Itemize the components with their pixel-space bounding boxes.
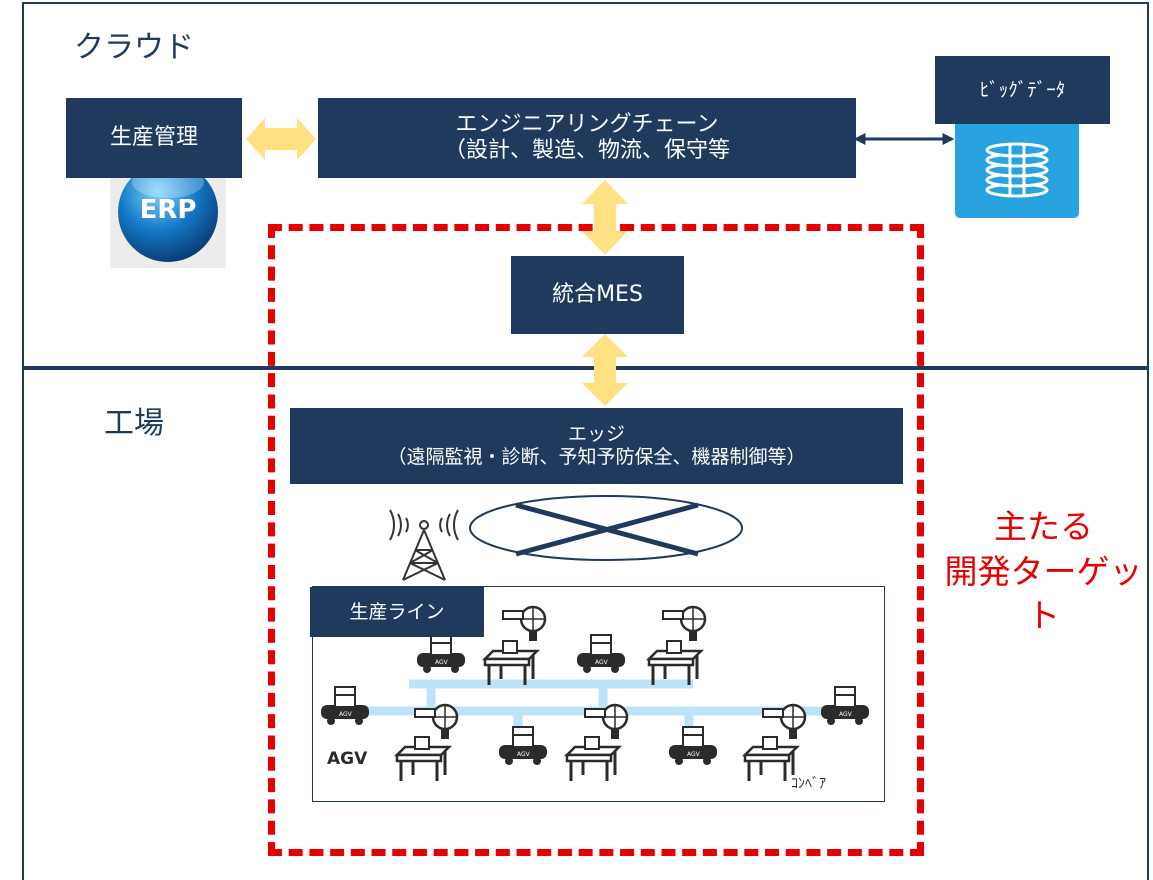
antenna-tower-icon bbox=[389, 509, 459, 581]
double-arrow-mgmt-engineering bbox=[246, 118, 316, 160]
cloud-zone bbox=[22, 2, 1149, 370]
engineering-chain-box: エンジニアリングチェーン （設計、製造、物流、保守等 bbox=[318, 98, 856, 178]
factory-label: 工場 bbox=[104, 406, 164, 441]
cloud-label: クラウド bbox=[74, 30, 194, 65]
mes-label: 統合MES bbox=[552, 281, 643, 307]
edge-subtitle: （遠隔監視・診断、予知予防保全、機器制御等） bbox=[387, 446, 806, 468]
double-arrow-engineering-mes bbox=[582, 180, 628, 255]
engineering-chain-subtitle: （設計、製造、物流、保守等 bbox=[443, 138, 730, 163]
mes-box: 統合MES bbox=[511, 256, 684, 334]
development-target-label: 主たる 開発ターゲット bbox=[936, 505, 1151, 639]
double-arrow-mes-edge bbox=[582, 334, 628, 406]
conveyor-lines bbox=[323, 679, 833, 737]
factory-zone bbox=[22, 366, 1149, 880]
production-line-box: 生産ライン bbox=[310, 587, 484, 637]
development-target-line2: 開発ターゲット bbox=[944, 551, 1143, 636]
production-management-box: 生産管理 bbox=[66, 98, 242, 178]
erp-logo-text: ERP bbox=[139, 195, 197, 225]
production-line-illustration: AGV bbox=[320, 605, 870, 783]
bigdata-box: ﾋﾞｯｸﾞﾃﾞｰﾀ bbox=[935, 56, 1110, 124]
edge-title: エッジ bbox=[567, 423, 625, 446]
development-target-line1: 主たる bbox=[994, 507, 1093, 546]
edge-box: エッジ （遠隔監視・診断、予知予防保全、機器制御等） bbox=[290, 408, 903, 484]
bigdata-label: ﾋﾞｯｸﾞﾃﾞｰﾀ bbox=[979, 78, 1066, 101]
agv-label: AGV bbox=[327, 749, 368, 769]
engineering-chain-title: エンジニアリングチェーン bbox=[455, 111, 719, 137]
production-management-label: 生産管理 bbox=[109, 124, 198, 150]
network-cross-line-2 bbox=[515, 502, 699, 557]
production-line-label: 生産ライン bbox=[349, 600, 445, 623]
conveyor-label: ｺﾝﾍﾞｱ bbox=[791, 776, 826, 792]
